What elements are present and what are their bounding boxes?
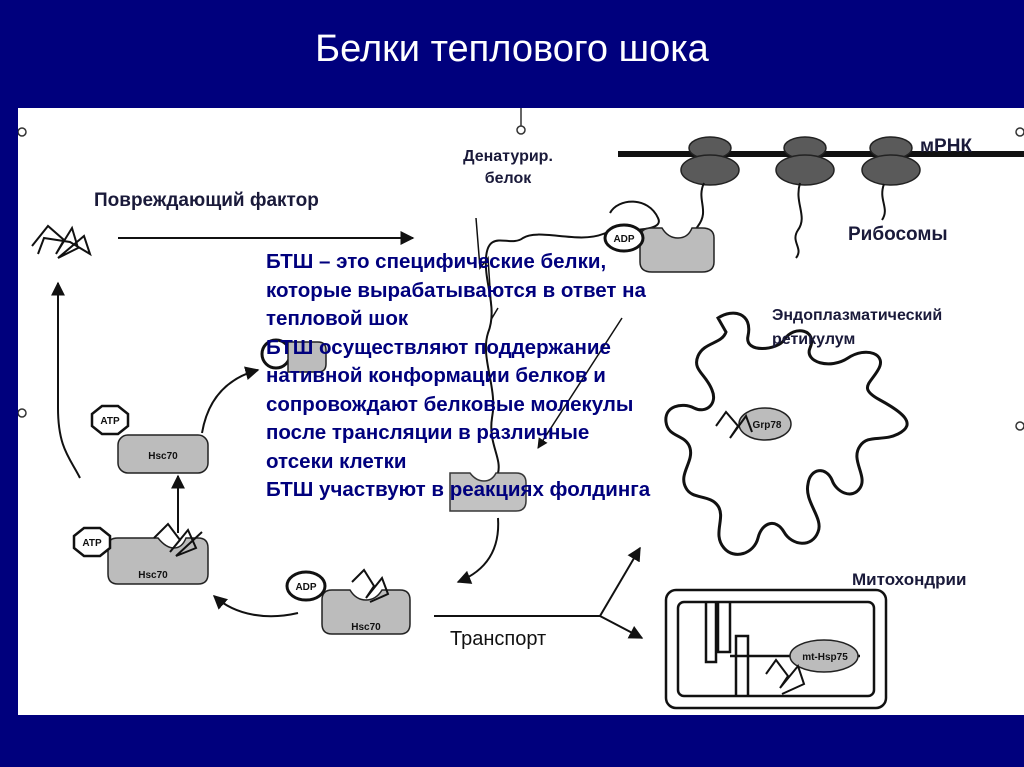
denatured-line-1: Денатурир. xyxy=(463,148,553,165)
mitochondrion-shape xyxy=(664,588,888,710)
arrow-to-center xyxy=(537,317,623,449)
hsc70-ribosome-complex: ADP xyxy=(603,223,715,273)
hsc70-small xyxy=(260,338,327,373)
hsc70-atp-complex: Hsc70 ATP xyxy=(90,404,209,474)
cycle-arrow xyxy=(212,595,299,618)
mitochondria-label: Митохондрии xyxy=(852,570,967,589)
hsc70-atp-substrate-complex: Hsc70 ATP xyxy=(72,522,209,585)
handle-circle xyxy=(1015,127,1024,137)
body-line: нативной конформации белков и xyxy=(266,364,606,387)
ribosome xyxy=(861,136,921,186)
hsc70-label: Hsc70 xyxy=(351,622,381,633)
hsc70-center xyxy=(449,472,527,512)
mt-hsp75-label: mt-Hsp75 xyxy=(802,652,848,663)
diagram-panel: ADP Hsc70 ATP Hsc70 ATP xyxy=(18,108,1024,715)
mrna-label: мРНК xyxy=(920,136,973,157)
er-line-2: ретикулум xyxy=(772,331,856,348)
cycle-arrow xyxy=(201,366,260,434)
grp78-label: Grp78 xyxy=(753,420,782,431)
damaging-factor-label: Повреждающий фактор xyxy=(94,190,319,211)
atp-label: ATP xyxy=(82,538,102,549)
slide-title: Белки теплового шока xyxy=(315,28,709,70)
ribosome xyxy=(680,136,740,186)
grp78-complex: Grp78 xyxy=(715,407,792,441)
handle-circle xyxy=(516,125,526,135)
nascent-chain xyxy=(794,182,803,259)
er-line-1: Эндоплазматический xyxy=(772,307,943,324)
denatured-line-2: белок xyxy=(484,170,532,187)
handle-circle xyxy=(18,127,27,137)
body-line: БТШ осуществляют поддержание xyxy=(266,335,611,359)
er-label: Эндоплазматический ретикулум xyxy=(772,304,942,352)
edge-handles xyxy=(18,108,1024,431)
body-line: сопровождают белковые молекулы xyxy=(266,392,634,416)
hsc70-label: Hsc70 xyxy=(138,570,168,581)
diagram-canvas: ADP Hsc70 ATP Hsc70 ATP xyxy=(18,108,1024,710)
mt-hsp75-complex: mt-Hsp75 xyxy=(765,639,859,695)
transport-label: Транспорт xyxy=(450,628,547,650)
hsp-description: БТШ – это специфические белки, которые в… xyxy=(266,248,766,505)
body-line: БТШ участвуют в реакциях фолдинга xyxy=(266,478,651,501)
ribosome xyxy=(775,136,835,186)
cycle-arrow xyxy=(456,517,500,584)
adp-label: ADP xyxy=(295,582,316,593)
hsc70-adp-complex: Hsc70 ADP xyxy=(285,568,411,635)
handle-circle xyxy=(1015,421,1024,431)
body-line: отсеки клетки xyxy=(266,449,407,473)
ribosomes-label: Рибосомы xyxy=(848,224,948,245)
body-line: тепловой шок xyxy=(266,307,409,330)
body-line: после трансляции в различные xyxy=(266,421,590,444)
hsc70-label: Hsc70 xyxy=(148,451,178,462)
transport-arrow-er xyxy=(599,546,641,617)
body-line: которые вырабатываются в ответ на xyxy=(266,278,646,302)
denatured-protein-chain xyxy=(484,200,660,474)
unfolded-protein-icon xyxy=(31,224,92,259)
adp-label: ADP xyxy=(613,234,634,245)
transport-arrow-mito xyxy=(599,615,644,639)
body-line: БТШ – это специфические белки, xyxy=(266,250,607,273)
nascent-chain xyxy=(881,183,886,221)
denatured-protein-label: Денатурир. белок xyxy=(438,148,578,188)
atp-label: ATP xyxy=(100,416,120,427)
handle-circle xyxy=(18,408,27,418)
cycle-arrow-up xyxy=(51,281,81,479)
